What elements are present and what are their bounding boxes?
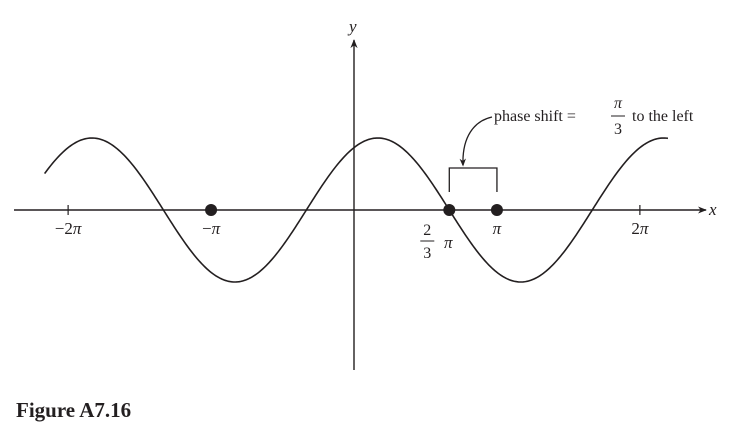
data-point [443, 204, 456, 216]
sine-curve [43, 137, 669, 283]
x-tick-label-numerator: 2 [423, 222, 431, 239]
x-tick-label: −2π [55, 219, 82, 238]
phase-shift-annotation: phase shift = π 3 to the left [448, 95, 694, 192]
x-tick-label-pi: π [444, 233, 453, 252]
annotation-arrow [459, 116, 493, 167]
plotted-points [205, 204, 503, 216]
phase-shift-bracket [448, 167, 498, 192]
x-tick-label: 2π [631, 219, 649, 238]
y-axis-label: y [347, 17, 357, 36]
annotation-fraction-numerator: π [614, 95, 623, 112]
x-tick-label-denominator: 3 [423, 245, 431, 262]
x-tick-label: π [493, 219, 502, 238]
x-axis-label: x [708, 200, 717, 219]
data-point [205, 204, 218, 216]
annotation-fraction-denominator: 3 [614, 121, 622, 138]
annotation-text-prefix: phase shift = [494, 108, 576, 125]
figure-caption: Figure A7.16 [16, 398, 132, 422]
x-tick-label: −π [202, 219, 221, 238]
annotation-text-suffix: to the left [632, 108, 694, 125]
data-point [490, 204, 503, 216]
